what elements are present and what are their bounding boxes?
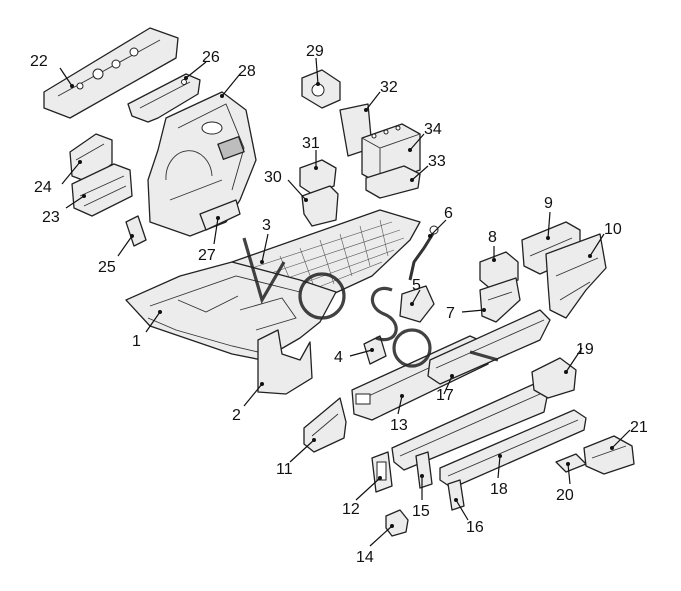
callout-28: 28 bbox=[238, 63, 256, 80]
callout-9: 9 bbox=[544, 195, 553, 212]
part-7-bracket bbox=[479, 277, 521, 323]
callout-14: 14 bbox=[356, 549, 374, 566]
callout-10: 10 bbox=[604, 221, 622, 238]
part-23-base bbox=[71, 163, 133, 217]
callout-29: 29 bbox=[306, 43, 324, 60]
part-29-mount bbox=[301, 69, 341, 109]
part-27-bracket bbox=[199, 199, 241, 231]
callout-4: 4 bbox=[334, 349, 343, 366]
callout-21: 21 bbox=[630, 419, 648, 436]
callout-20: 20 bbox=[556, 487, 574, 504]
callout-15: 15 bbox=[412, 503, 430, 520]
callout-19: 19 bbox=[576, 341, 594, 358]
part-28-wheelhouse bbox=[147, 91, 257, 237]
callout-30: 30 bbox=[264, 169, 282, 186]
callout-22: 22 bbox=[30, 53, 48, 70]
part-14-clip bbox=[385, 509, 409, 537]
callout-labels: 22 26 28 29 32 34 33 31 30 24 23 25 27 3… bbox=[30, 43, 648, 566]
callout-2: 2 bbox=[232, 407, 241, 424]
part-22-rear-panel bbox=[43, 27, 179, 119]
callout-8: 8 bbox=[488, 229, 497, 246]
callout-12: 12 bbox=[342, 501, 360, 518]
callout-7: 7 bbox=[446, 305, 455, 322]
leader-lines bbox=[59, 57, 631, 547]
part-6-hose bbox=[408, 225, 439, 281]
part-30-bracket bbox=[301, 185, 339, 227]
callout-26: 26 bbox=[202, 49, 220, 66]
callout-24: 24 bbox=[34, 179, 52, 196]
part-5-mount bbox=[399, 285, 435, 323]
part-16-strip bbox=[447, 479, 465, 511]
part-33-battery-tray bbox=[365, 165, 421, 199]
callout-3: 3 bbox=[262, 217, 271, 234]
callout-31: 31 bbox=[302, 135, 320, 152]
part-17-rail-upper bbox=[427, 309, 551, 385]
callout-6: 6 bbox=[444, 205, 453, 222]
part-18-long-rail bbox=[439, 409, 587, 489]
callout-32: 32 bbox=[380, 79, 398, 96]
part-2-pillar bbox=[257, 329, 313, 395]
callout-1: 1 bbox=[132, 333, 141, 350]
part-21-bracket bbox=[583, 435, 635, 475]
callout-16: 16 bbox=[466, 519, 484, 536]
callout-34: 34 bbox=[424, 121, 442, 138]
callout-18: 18 bbox=[490, 481, 508, 498]
part-19-bracket bbox=[531, 357, 577, 399]
callout-13: 13 bbox=[390, 417, 408, 434]
part-25-small-bracket bbox=[125, 215, 147, 247]
callout-33: 33 bbox=[428, 153, 446, 170]
part-4-small-bracket bbox=[363, 335, 387, 365]
part-1-floor-pan bbox=[125, 261, 337, 361]
part-20-clip bbox=[555, 453, 587, 473]
watermark-graphic bbox=[242, 237, 499, 368]
callout-27: 27 bbox=[198, 247, 216, 264]
callout-17: 17 bbox=[436, 387, 454, 404]
part-26-bracket bbox=[127, 73, 201, 123]
callout-25: 25 bbox=[98, 259, 116, 276]
part-15-strip bbox=[415, 451, 433, 489]
callout-5: 5 bbox=[412, 277, 421, 294]
callout-23: 23 bbox=[42, 209, 60, 226]
part-31-block bbox=[299, 159, 337, 195]
callout-11: 11 bbox=[276, 461, 293, 478]
part-12-plate bbox=[371, 451, 393, 493]
